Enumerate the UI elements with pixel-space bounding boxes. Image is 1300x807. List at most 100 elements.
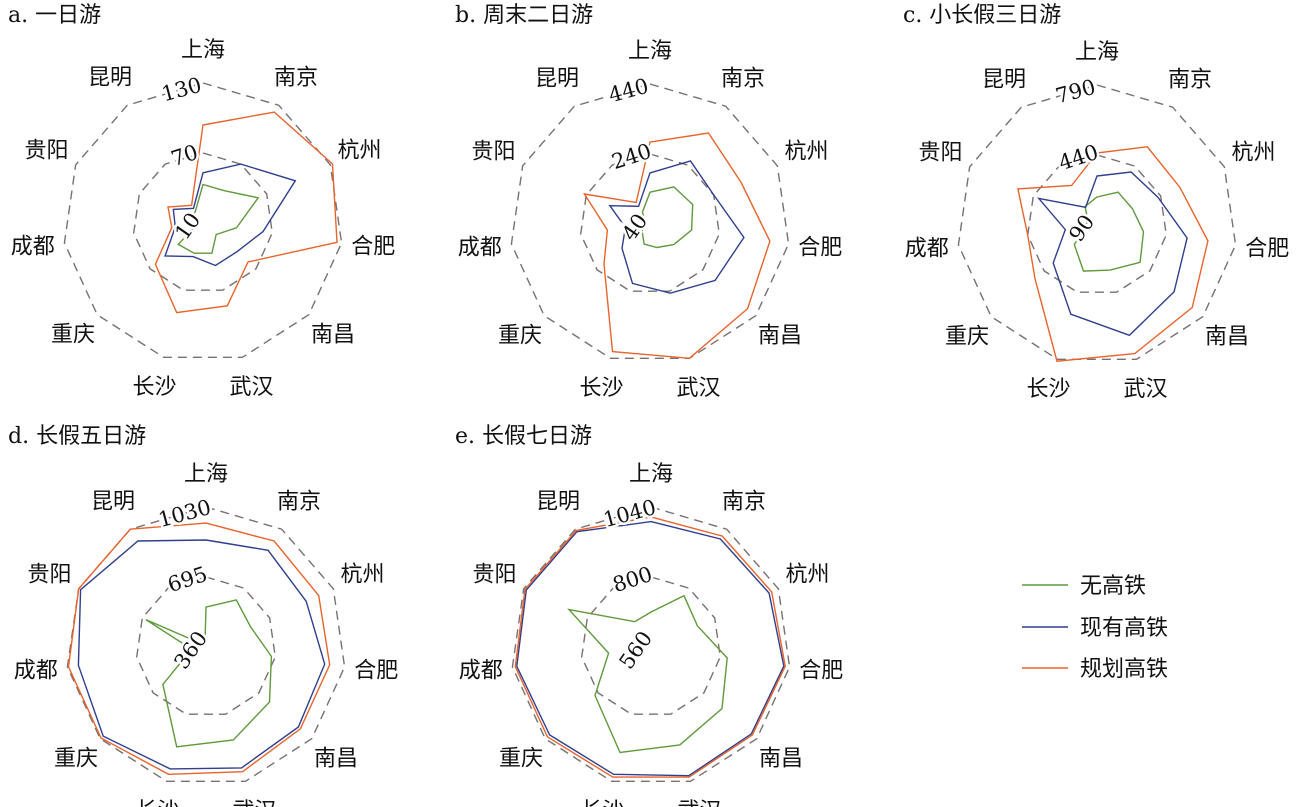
category-label: 南昌 xyxy=(758,324,802,349)
category-label: 南京 xyxy=(1168,67,1212,92)
category-label: 合肥 xyxy=(1245,236,1289,261)
grid-ring-0 xyxy=(132,152,274,291)
chart-title: a. 一日游 xyxy=(8,3,101,28)
category-label: 长沙 xyxy=(580,376,624,401)
grid-ring-1 xyxy=(510,83,790,360)
series-planned xyxy=(1017,146,1209,362)
tick-label: 800 xyxy=(610,562,656,597)
category-label: 武汉 xyxy=(676,376,720,401)
category-label: 武汉 xyxy=(232,799,276,807)
category-label: 贵阳 xyxy=(28,563,72,588)
category-label: 上海 xyxy=(1075,40,1119,65)
category-label: 杭州 xyxy=(340,563,384,588)
category-label: 重庆 xyxy=(499,747,543,772)
grid-ring-1 xyxy=(63,82,343,359)
category-label: 南昌 xyxy=(1205,325,1249,350)
series-planned xyxy=(154,111,338,314)
category-label: 成都 xyxy=(905,236,949,261)
category-label: 合肥 xyxy=(798,235,842,260)
category-label: 武汉 xyxy=(229,375,273,400)
category-label: 昆明 xyxy=(535,66,579,91)
tick-label: 90 xyxy=(1064,210,1099,246)
category-label: 杭州 xyxy=(784,140,828,165)
category-label: 长沙 xyxy=(133,375,177,400)
legend-label-existing: 现有高铁 xyxy=(1080,616,1168,641)
series-none xyxy=(641,186,694,249)
category-label: 南京 xyxy=(274,65,318,90)
grid-ring-0 xyxy=(1026,154,1168,293)
category-label: 长沙 xyxy=(136,799,180,807)
category-label: 合肥 xyxy=(799,658,843,683)
tick-label: 40 xyxy=(617,209,652,245)
grid-ring-1 xyxy=(511,506,791,783)
series-existing xyxy=(77,539,326,770)
category-label: 重庆 xyxy=(51,323,95,348)
category-label: 杭州 xyxy=(785,563,829,588)
series-planned xyxy=(582,132,771,360)
category-label: 南昌 xyxy=(311,323,355,348)
grid-ring-0 xyxy=(135,576,277,715)
category-label: 昆明 xyxy=(88,65,132,90)
category-label: 重庆 xyxy=(945,325,989,350)
category-label: 南京 xyxy=(721,66,765,91)
category-label: 贵阳 xyxy=(472,140,516,165)
tick-label: 130 xyxy=(159,73,204,107)
radar-chart-4: e. 长假七日游5608001040上海南京杭州合肥南昌武汉长沙重庆成都贵阳昆明 xyxy=(455,424,843,807)
category-label: 贵阳 xyxy=(919,141,963,166)
legend: 无高铁 现有高铁 规划高铁 xyxy=(1022,574,1168,682)
tick-label: 560 xyxy=(614,627,657,674)
legend-label-none: 无高铁 xyxy=(1080,574,1146,599)
tick-label: 240 xyxy=(609,139,655,174)
category-label: 贵阳 xyxy=(25,139,69,164)
series-planned xyxy=(514,516,786,778)
series-none xyxy=(145,599,273,748)
legend-label-planned: 规划高铁 xyxy=(1080,657,1168,682)
chart-title: b. 周末二日游 xyxy=(455,3,593,28)
series-existing xyxy=(164,163,297,267)
tick-label: 70 xyxy=(168,140,201,171)
category-label: 合肥 xyxy=(354,658,398,683)
category-label: 成都 xyxy=(458,235,502,260)
tick-label: 695 xyxy=(165,562,211,597)
tick-label: 440 xyxy=(1056,140,1102,175)
grid-ring-0 xyxy=(580,576,722,715)
category-label: 长沙 xyxy=(581,799,625,807)
series-existing xyxy=(1036,171,1188,337)
radar-chart-3: d. 长假五日游3606951030上海南京杭州合肥南昌武汉长沙重庆成都贵阳昆明 xyxy=(8,424,398,807)
tick-label: 790 xyxy=(1053,75,1098,109)
tick-label: 440 xyxy=(606,74,651,108)
category-label: 上海 xyxy=(628,39,672,64)
category-label: 上海 xyxy=(184,462,228,487)
category-label: 武汉 xyxy=(1123,377,1167,402)
series-none xyxy=(177,183,260,254)
category-label: 成都 xyxy=(11,234,55,259)
category-label: 上海 xyxy=(629,462,673,487)
category-label: 昆明 xyxy=(91,489,135,514)
series-existing xyxy=(516,520,785,777)
category-label: 成都 xyxy=(14,658,58,683)
category-label: 南京 xyxy=(277,489,321,514)
tick-label: 1030 xyxy=(156,495,214,532)
series-none xyxy=(567,594,728,754)
grid-ring-1 xyxy=(957,84,1237,361)
category-label: 杭州 xyxy=(337,139,381,164)
category-label: 长沙 xyxy=(1027,377,1071,402)
series-existing xyxy=(608,160,745,294)
grid-ring-0 xyxy=(579,153,721,292)
category-label: 南京 xyxy=(722,489,766,514)
category-label: 重庆 xyxy=(498,324,542,349)
category-label: 昆明 xyxy=(982,67,1026,92)
tick-label: 10 xyxy=(170,208,205,244)
category-label: 成都 xyxy=(459,658,503,683)
category-label: 贵阳 xyxy=(473,563,517,588)
category-label: 上海 xyxy=(181,38,225,63)
tick-label: 1040 xyxy=(601,495,659,532)
series-none xyxy=(1073,191,1145,272)
chart-title: e. 长假七日游 xyxy=(455,424,592,449)
category-label: 南昌 xyxy=(759,747,803,772)
